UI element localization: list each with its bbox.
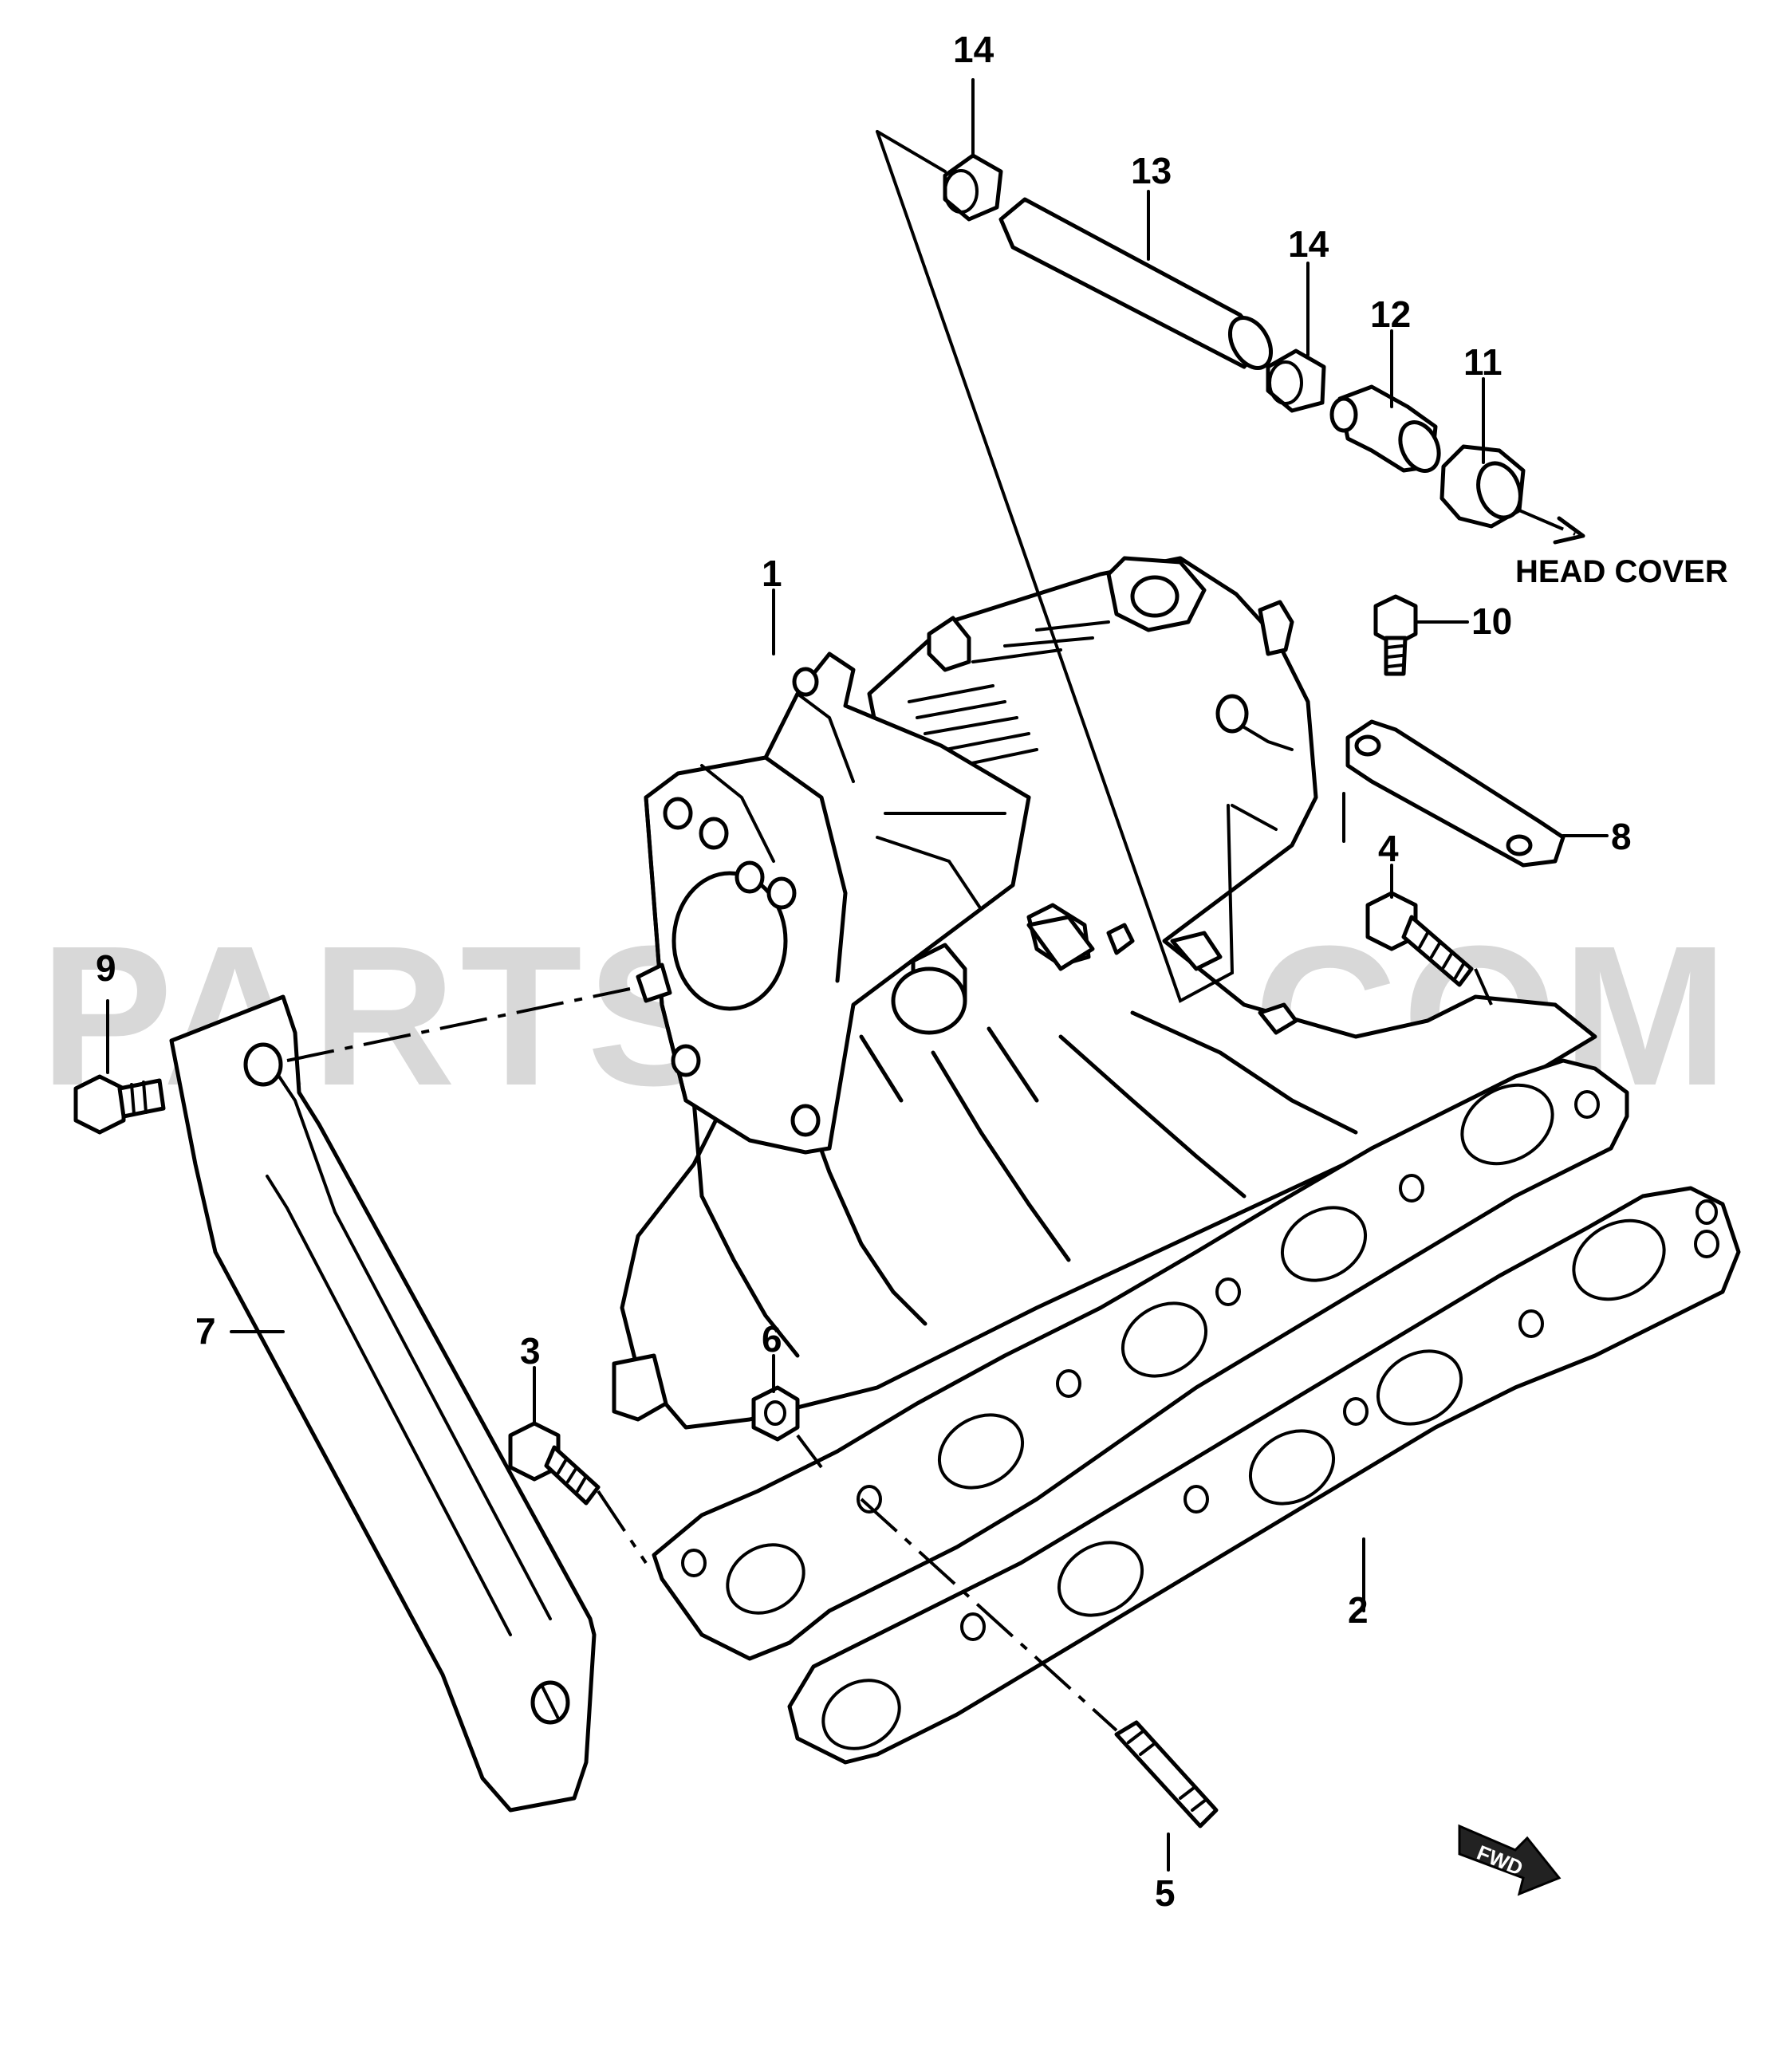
manifold-flange — [652, 1058, 1629, 1661]
callout-1: 1 — [762, 553, 782, 594]
callout-13: 13 — [1131, 150, 1172, 191]
callout-11: 11 — [1463, 341, 1503, 383]
hose-clamp-part-14-lower[interactable] — [1266, 348, 1326, 413]
hose-clamp-part-14-upper[interactable] — [943, 153, 1003, 222]
callout-6: 6 — [762, 1318, 782, 1360]
grommet-part-11[interactable] — [1440, 444, 1527, 529]
callout-5: 5 — [1155, 1872, 1176, 1914]
bolt-part-10[interactable] — [1373, 594, 1418, 676]
callout-10: 10 — [1471, 600, 1512, 642]
hose-part-13[interactable] — [998, 197, 1279, 375]
callout-14-upper: 14 — [953, 29, 994, 70]
callout-12: 12 — [1370, 293, 1411, 335]
head-cover-arrow — [1518, 509, 1576, 536]
callout-2: 2 — [1348, 1589, 1369, 1631]
callouts: 1 2 3 4 5 6 7 8 9 10 11 12 13 14 14 — [96, 29, 1632, 1914]
bracket-part-7[interactable] — [169, 994, 597, 1813]
bolt-part-4[interactable] — [1365, 891, 1474, 987]
callout-9: 9 — [96, 947, 116, 989]
callout-8: 8 — [1611, 816, 1632, 857]
bolt-part-3[interactable] — [508, 1421, 601, 1506]
head-cover-label: HEAD COVER — [1515, 554, 1728, 589]
callout-7: 7 — [195, 1310, 216, 1352]
stay-part-8[interactable] — [1345, 719, 1566, 868]
stud-part-5[interactable] — [1114, 1720, 1219, 1829]
fwd-arrow-badge: FWD — [1458, 1824, 1562, 1896]
nut-part-6[interactable] — [751, 1385, 800, 1442]
head-cover-arrowhead — [1553, 516, 1585, 545]
pcv-valve-part-12[interactable] — [1329, 384, 1446, 477]
callout-14-lower: 14 — [1288, 223, 1329, 265]
throttle-body-flange[interactable] — [636, 651, 1095, 1155]
callout-3: 3 — [520, 1330, 541, 1372]
gasket-part-2[interactable] — [787, 1186, 1741, 1765]
bolt-part-9[interactable] — [73, 1074, 166, 1135]
leader-lines — [106, 78, 1609, 1872]
callout-4: 4 — [1378, 828, 1399, 869]
